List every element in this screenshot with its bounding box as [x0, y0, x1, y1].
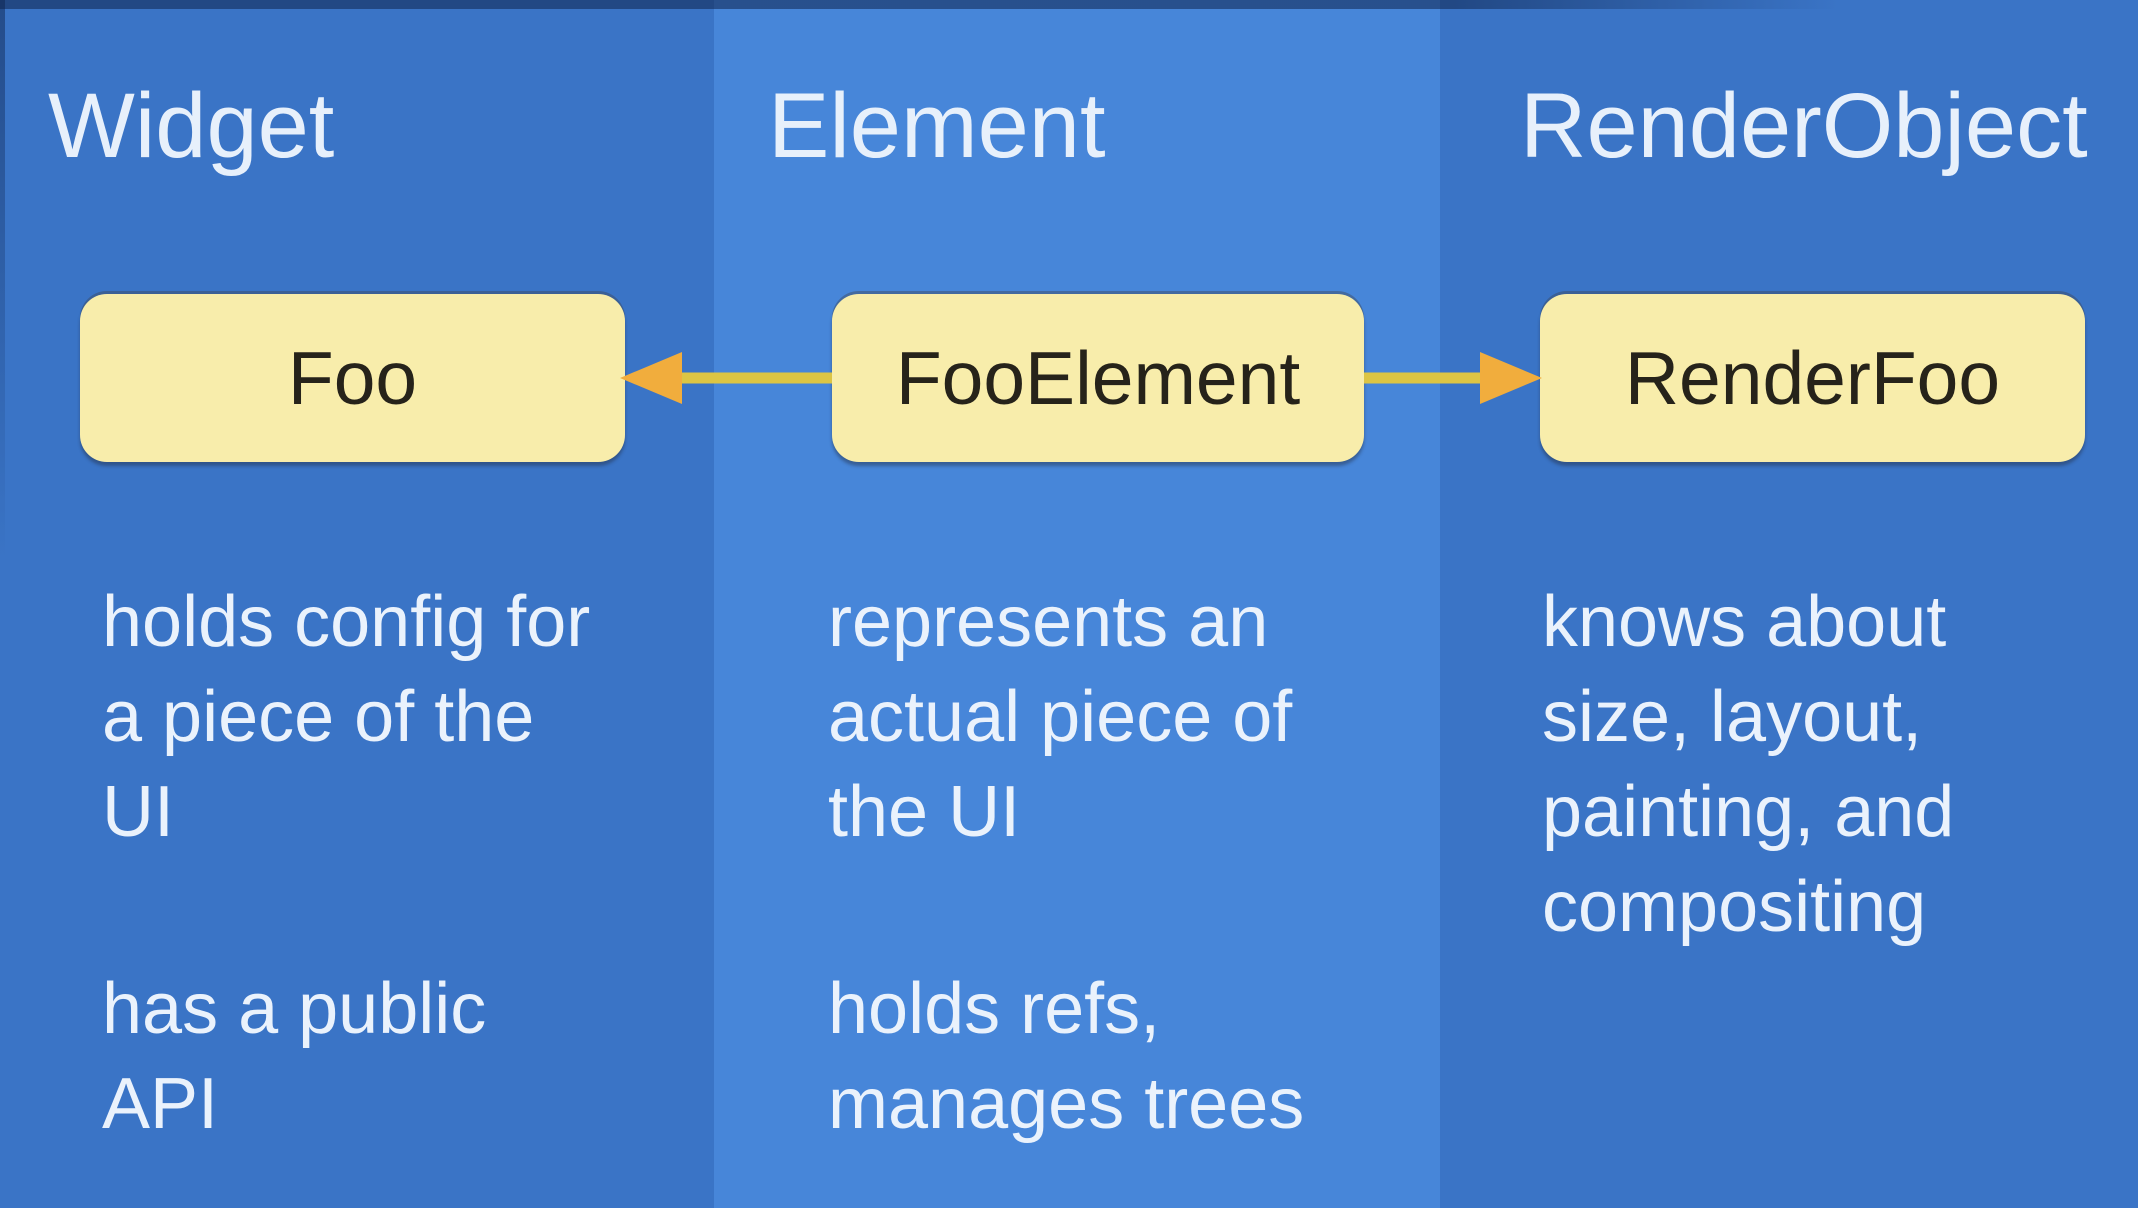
left-arrow-shaft — [678, 372, 832, 384]
foo-box-label: Foo — [287, 336, 418, 420]
renderfoo-box: RenderFoo — [1540, 294, 2085, 462]
element-column-title: Element — [768, 75, 1106, 177]
widget-column: Widget Foo holds config for a piece of t… — [0, 0, 714, 1208]
widget-description-1: holds config for a piece of the UI — [102, 582, 591, 852]
element-description-1: represents an actual piece of the UI — [828, 582, 1293, 852]
element-description-2: holds refs, manages trees — [828, 969, 1305, 1144]
right-arrow-shaft — [1364, 372, 1484, 384]
left-arrow-icon — [620, 352, 832, 404]
renderobject-description-1: knows about size, layout, painting, and … — [1542, 582, 1955, 947]
renderobject-column: RenderObject RenderFoo knows about size,… — [1440, 0, 2138, 1208]
foo-box: Foo — [80, 294, 625, 462]
right-arrowhead — [1480, 352, 1542, 404]
right-arrow-icon — [1364, 352, 1542, 404]
element-column: Element FooElement represents an actual … — [714, 0, 1440, 1208]
fooelement-box: FooElement — [832, 294, 1364, 462]
renderfoo-box-label: RenderFoo — [1624, 336, 2001, 420]
widget-column-title: Widget — [48, 75, 335, 177]
fooelement-box-label: FooElement — [895, 336, 1301, 420]
widget-description-2: has a public API — [102, 969, 487, 1144]
renderobject-column-title: RenderObject — [1520, 75, 2088, 177]
left-arrowhead — [620, 352, 682, 404]
